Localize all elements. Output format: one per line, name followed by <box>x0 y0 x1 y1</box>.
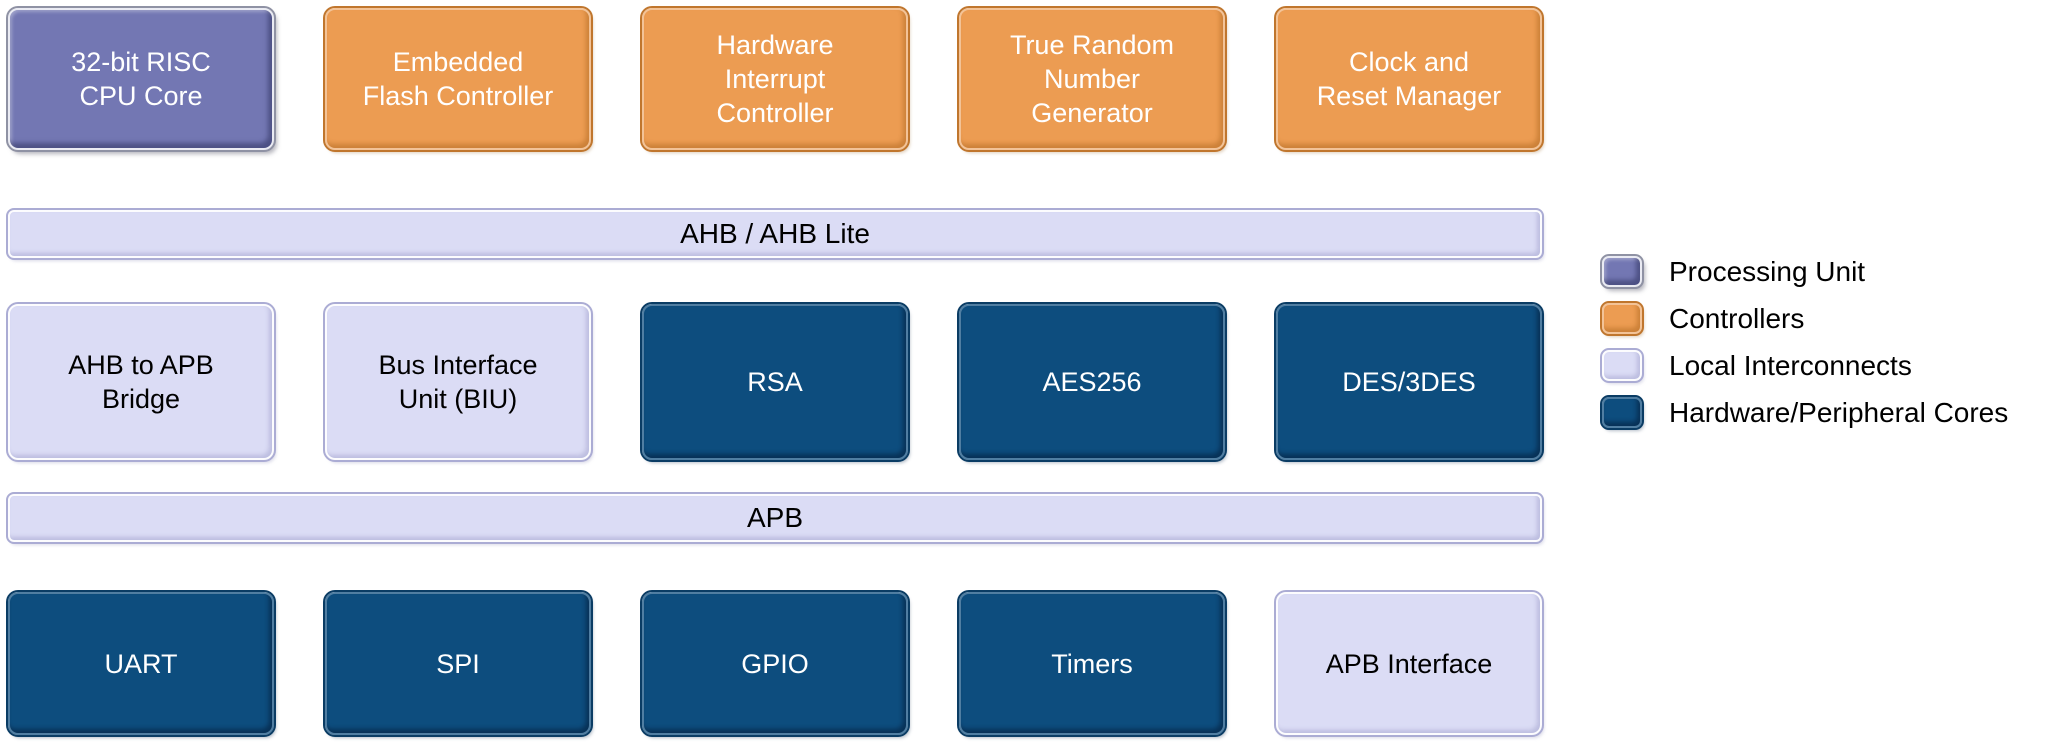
block-label: AHB to APB Bridge <box>68 350 214 414</box>
block-bus-interface-unit: Bus Interface Unit (BIU) <box>323 302 593 462</box>
legend-item-controllers: Controllers <box>1600 301 2008 336</box>
block-des-3des: DES/3DES <box>1274 302 1544 462</box>
bottom-row: UART SPI GPIO Timers APB Interface <box>6 590 1544 737</box>
controllers-swatch <box>1600 301 1644 336</box>
block-spi: SPI <box>323 590 593 737</box>
block-true-random-number-generator: True Random Number Generator <box>957 6 1227 152</box>
block-rsa: RSA <box>640 302 910 462</box>
block-label: Timers <box>1051 648 1133 679</box>
processing-unit-swatch <box>1600 254 1644 289</box>
legend: Processing Unit Controllers Local Interc… <box>1600 254 2009 430</box>
middle-row: AHB to APB Bridge Bus Interface Unit (BI… <box>6 302 1544 462</box>
ahb-bus-bar: AHB / AHB Lite <box>6 208 1544 260</box>
block-ahb-to-apb-bridge: AHB to APB Bridge <box>6 302 276 462</box>
top-row: 32-bit RISC CPU Core Embedded Flash Cont… <box>6 6 1544 152</box>
block-apb-interface: APB Interface <box>1274 590 1544 737</box>
legend-label: Processing Unit <box>1669 255 1866 287</box>
legend-item-processing-unit: Processing Unit <box>1600 254 2008 289</box>
block-label: SPI <box>436 648 480 679</box>
block-label: UART <box>104 648 178 679</box>
block-hardware-interrupt-controller: Hardware Interrupt Controller <box>640 6 910 152</box>
block-label: Clock and Reset Manager <box>1316 47 1502 111</box>
apb-bus-bar: APB <box>6 492 1544 544</box>
bus-label: APB <box>746 502 804 533</box>
legend-item-local-interconnects: Local Interconnects <box>1600 348 2008 383</box>
legend-label: Hardware/Peripheral Cores <box>1669 396 2009 428</box>
block-label: 32-bit RISC CPU Core <box>71 47 211 111</box>
legend-item-hardware-peripheral-cores: Hardware/Peripheral Cores <box>1600 395 2009 430</box>
block-label: APB Interface <box>1325 648 1493 679</box>
hardware-peripheral-cores-swatch <box>1600 395 1644 430</box>
legend-label: Controllers <box>1669 302 1805 334</box>
block-aes256: AES256 <box>957 302 1227 462</box>
block-label: RSA <box>747 367 803 397</box>
block-label: GPIO <box>741 648 809 679</box>
block-label: AES256 <box>1042 367 1142 397</box>
block-label: Bus Interface Unit (BIU) <box>378 350 538 414</box>
block-uart: UART <box>6 590 276 737</box>
block-cpu-core: 32-bit RISC CPU Core <box>6 6 276 152</box>
bus-label: AHB / AHB Lite <box>680 218 870 249</box>
block-label: Embedded Flash Controller <box>362 47 554 111</box>
block-timers: Timers <box>957 590 1227 737</box>
block-clock-reset-manager: Clock and Reset Manager <box>1274 6 1544 152</box>
local-interconnects-swatch <box>1600 348 1644 383</box>
block-label: DES/3DES <box>1342 367 1476 397</box>
block-label: True Random Number Generator <box>1009 30 1175 128</box>
block-gpio: GPIO <box>640 590 910 737</box>
block-embedded-flash-controller: Embedded Flash Controller <box>323 6 593 152</box>
legend-label: Local Interconnects <box>1669 349 1912 381</box>
block-label: Hardware Interrupt Controller <box>716 30 834 128</box>
